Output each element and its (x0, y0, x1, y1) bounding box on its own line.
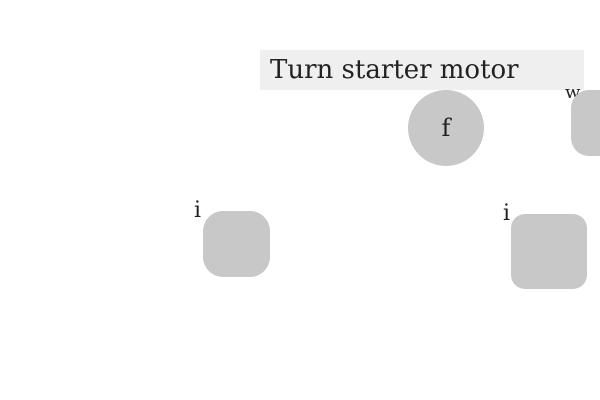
right-shape-tag: i (503, 201, 511, 226)
instruction-text: Turn starter motor (270, 55, 519, 85)
left-shape-tag: i (194, 198, 202, 223)
rounded-square-right-button[interactable] (511, 214, 587, 289)
rounded-square-left-button[interactable] (203, 211, 270, 277)
rounded-square-w-button[interactable] (571, 90, 600, 156)
instruction-banner: Turn starter motor (260, 50, 584, 90)
circle-f-label: f (441, 114, 451, 142)
circle-f-button[interactable]: f (408, 90, 484, 166)
